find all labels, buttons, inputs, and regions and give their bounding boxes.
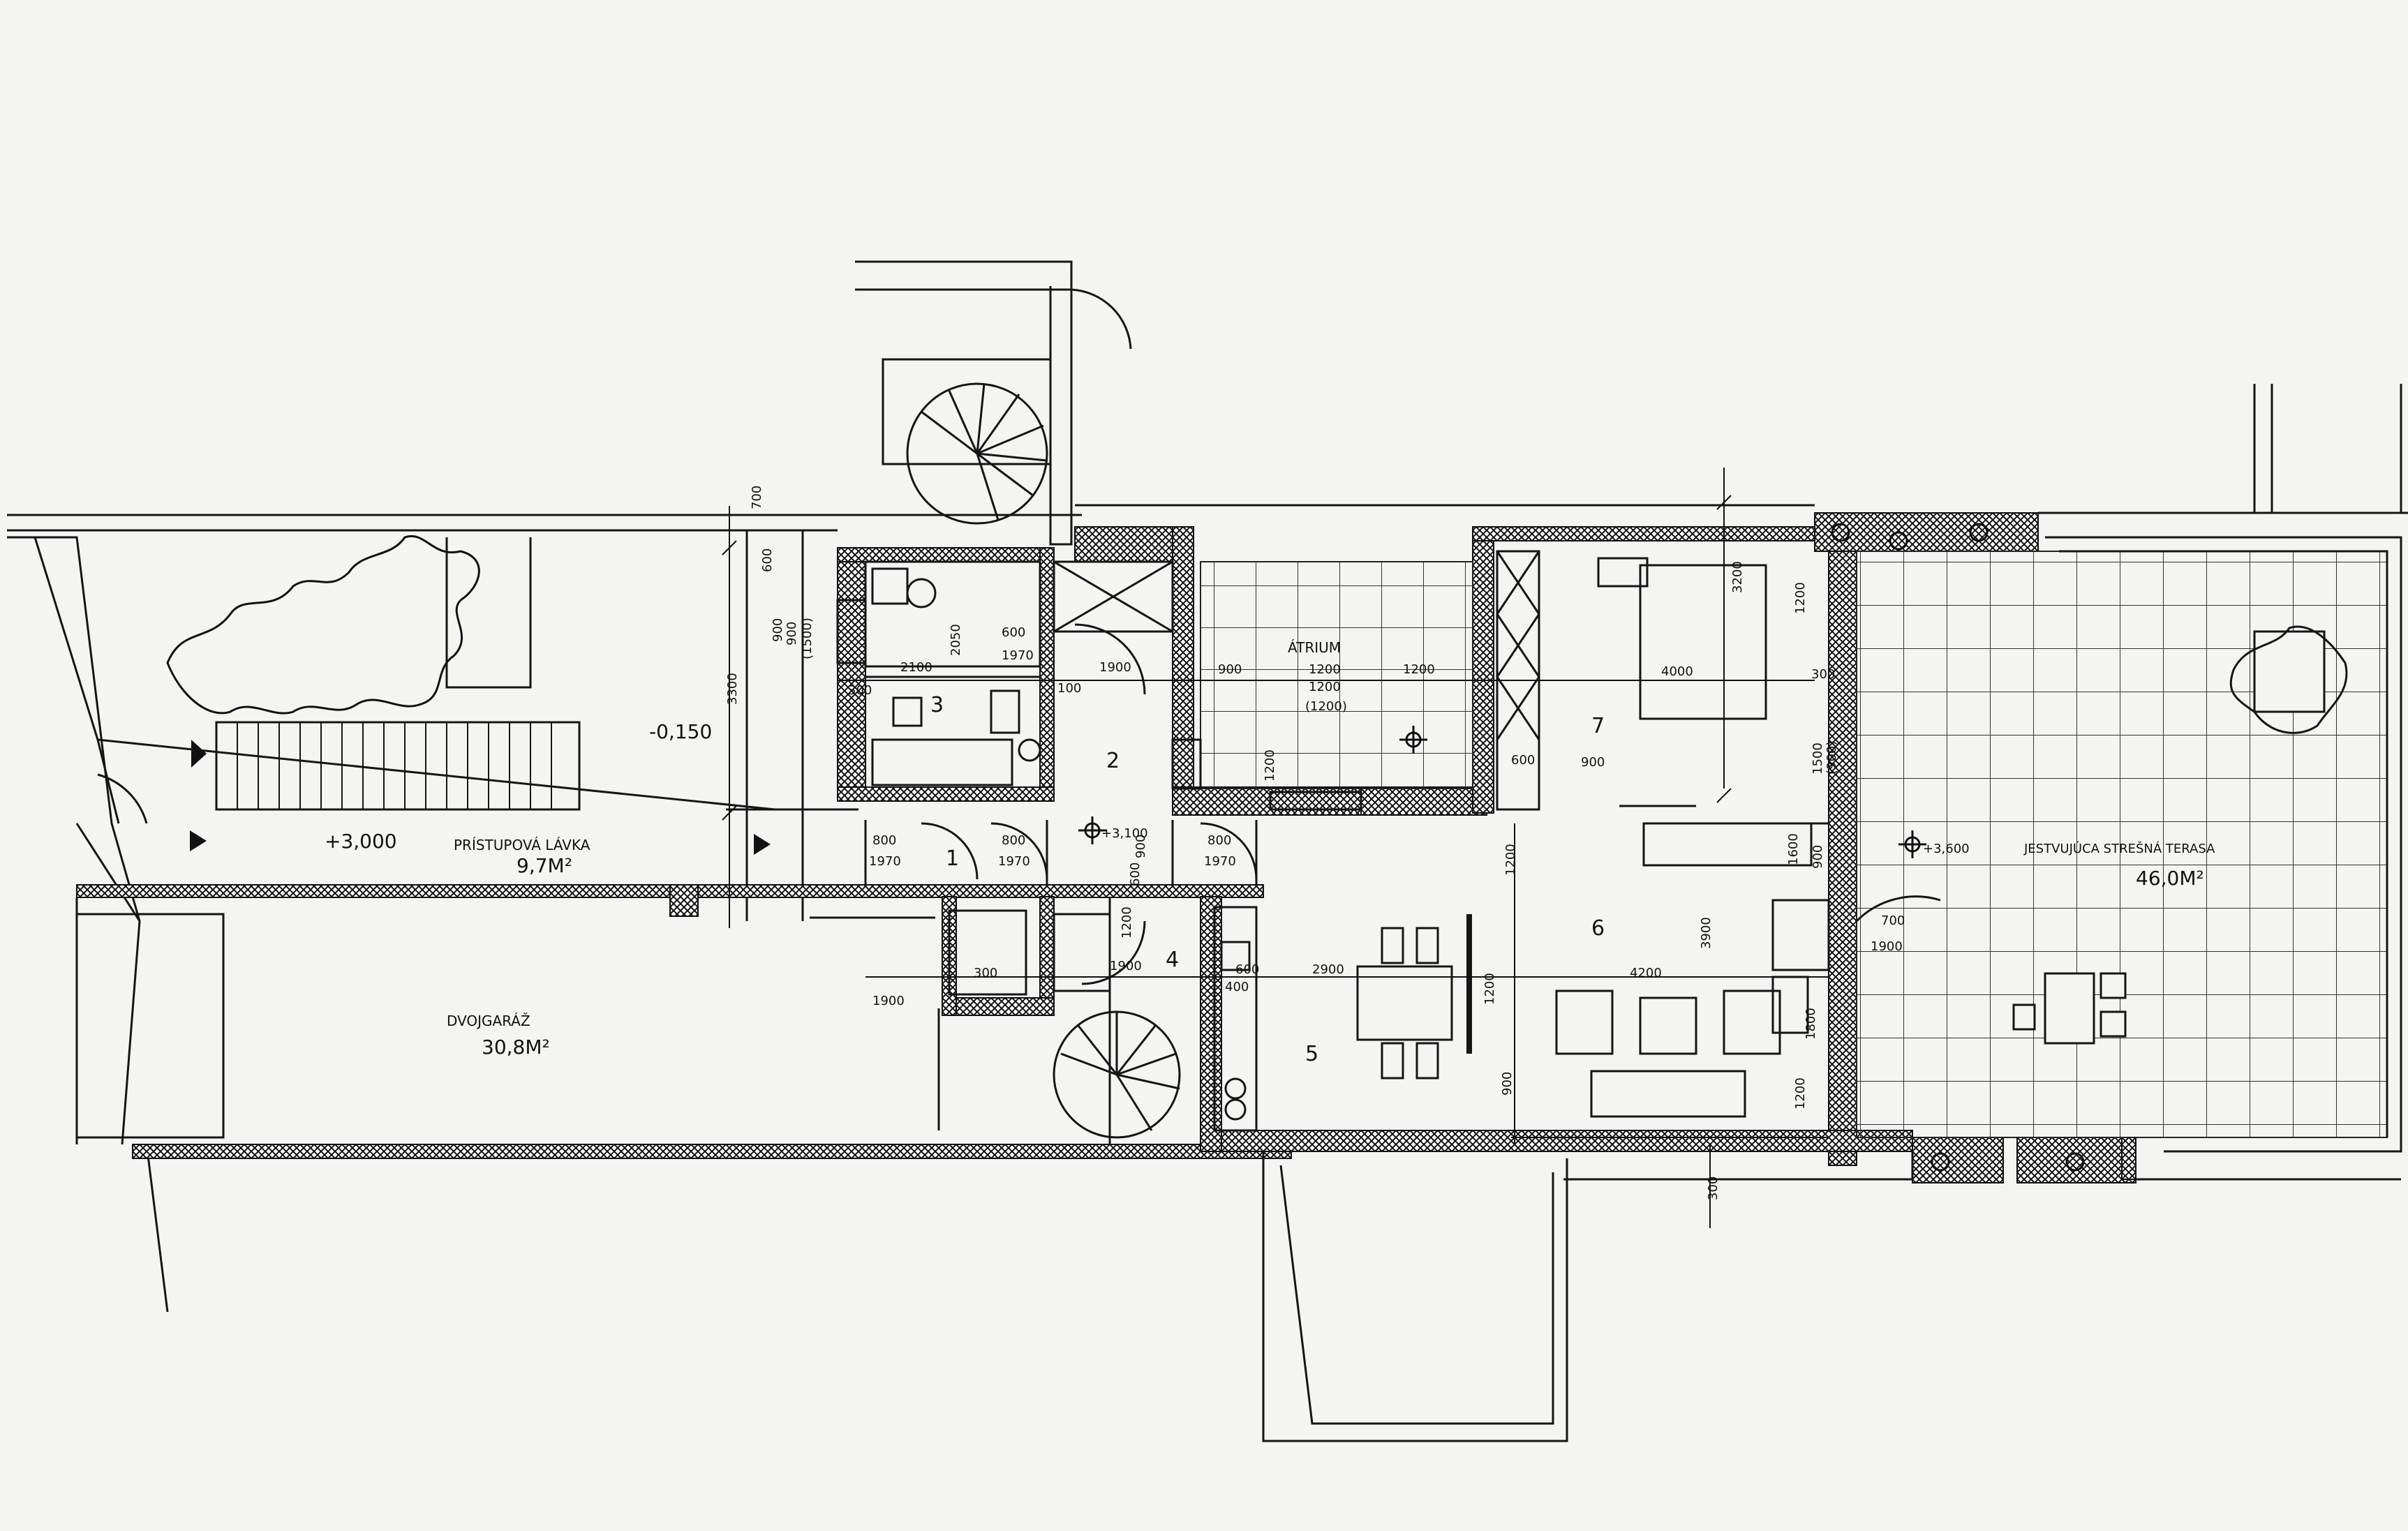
building-walls: [669, 512, 2136, 1183]
walkway-area: 9,7M²: [516, 854, 572, 877]
lower-court-outline: [810, 384, 2402, 1442]
tree-symbol: [166, 535, 480, 715]
dim-900-e: 900: [1134, 835, 1148, 858]
dim-900-a: 900: [771, 618, 785, 642]
direction-arrows: [190, 740, 771, 855]
interior-partitions: [96, 550, 1941, 1139]
dim-600-a: 600: [760, 548, 775, 572]
dim-700-b: 700: [1881, 913, 1905, 928]
garage-wall: [132, 1144, 1292, 1159]
dim-600-e: 600: [1128, 862, 1143, 886]
atrium-label: ÁTRIUM: [1288, 639, 1341, 656]
dim-1900-d: 1900: [872, 994, 905, 1008]
room-number-1: 1: [946, 846, 959, 871]
dim-4200: 4200: [1630, 966, 1662, 980]
room-number-3: 3: [930, 693, 944, 717]
atrium-tiles: [1200, 561, 1473, 789]
plan-linework: [7, 504, 2408, 1313]
level-terrace: +3,600: [1923, 842, 1970, 856]
dimension-lines: [722, 468, 1829, 1228]
dim-1200-d: 1200: [1263, 749, 1277, 782]
level-markers: [1078, 726, 1926, 858]
dim-1200-b: 1200: [1309, 680, 1341, 694]
level-walkway: +3,000: [325, 830, 397, 853]
dim-1970-c: 1970: [998, 854, 1030, 869]
dim-300-c: 300: [974, 966, 997, 980]
dim-900-g: 900: [1811, 845, 1825, 869]
dim-1200-i: 1200: [1120, 906, 1134, 939]
dim-900-b: 900: [785, 622, 799, 645]
vertical-dims: 3300 900 900 600 700 (1500) 2050 1200 32…: [725, 486, 1839, 1200]
terrace-label: JESTVUJÚCA STREŠNÁ TERASA: [2023, 841, 2215, 856]
dim-1970-b: 1970: [869, 854, 901, 869]
terrace-edge: [2012, 536, 2402, 1153]
dim-100: 100: [1057, 681, 1081, 696]
dim-3200: 3200: [1730, 561, 1745, 593]
dim-800-a: 800: [872, 833, 896, 848]
dim-4000: 4000: [1661, 664, 1693, 679]
walkway-label: PRÍSTUPOVÁ LÁVKA: [454, 837, 590, 853]
garage-area: 30,8M²: [482, 1036, 550, 1059]
dim-400: 400: [1225, 980, 1249, 994]
upper-spiral-stair: [855, 260, 1132, 546]
dim-900-d: 900: [1581, 755, 1605, 770]
dim-1500-paren: (1500): [800, 618, 815, 659]
dim-800-c: 800: [1207, 833, 1231, 848]
dim-2900: 2900: [1312, 962, 1344, 977]
dim-2050: 2050: [949, 624, 963, 656]
dim-1200-a: 1200: [1309, 662, 1341, 677]
dim-600-d: 600: [1235, 962, 1259, 977]
dim-1800: 1800: [1804, 1008, 1818, 1040]
dim-1500-a: 1500: [1811, 742, 1825, 775]
room-number-6: 6: [1591, 916, 1605, 941]
level-hall: +3,100: [1101, 826, 1148, 841]
dim-300-b: 300: [1811, 667, 1835, 682]
level-yard: -0,150: [649, 720, 712, 743]
dim-2100: 2100: [900, 660, 932, 675]
dim-1600: 1600: [1786, 833, 1801, 865]
dim-900-paren: (900): [1824, 741, 1839, 775]
dim-300-d: 300: [1706, 1177, 1720, 1200]
dim-1200-h: 1200: [1793, 1077, 1808, 1110]
dim-600-c: 600: [1511, 753, 1535, 768]
dim-300: 300: [848, 683, 872, 698]
room-number-5: 5: [1305, 1042, 1318, 1066]
dim-1200-paren: (1200): [1305, 699, 1347, 714]
outdoor-stair-treads: [237, 722, 552, 809]
dim-1200-g: 1200: [1482, 973, 1497, 1005]
dim-3900: 3900: [1699, 917, 1714, 949]
dim-1900-c: 1900: [1871, 939, 1903, 954]
dim-600: 600: [1002, 625, 1025, 640]
room-number-4: 4: [1166, 948, 1179, 972]
dim-1200-e: 1200: [1793, 582, 1808, 614]
dim-700-a: 700: [750, 486, 764, 509]
dim-1900-b: 1900: [1110, 959, 1142, 973]
column-symbols: [1831, 523, 2085, 1172]
room-number-7: 7: [1591, 714, 1605, 738]
terrace-area: 46,0M²: [2136, 867, 2204, 890]
room-number-2: 2: [1106, 749, 1120, 773]
dim-900-atrium: 900: [1218, 662, 1242, 677]
dim-900-f: 900: [1500, 1072, 1515, 1096]
dim-1200-c: 1200: [1403, 662, 1435, 677]
dim-1970-d: 1970: [1204, 854, 1236, 869]
dim-1200-f: 1200: [1503, 844, 1518, 876]
dim-3300: 3300: [725, 673, 740, 705]
dim-1970: 1970: [1002, 648, 1034, 663]
dim-1900: 1900: [1099, 660, 1131, 675]
dim-800-b: 800: [1002, 833, 1025, 848]
garage-label: DVOJGARÁŽ: [447, 1013, 530, 1029]
